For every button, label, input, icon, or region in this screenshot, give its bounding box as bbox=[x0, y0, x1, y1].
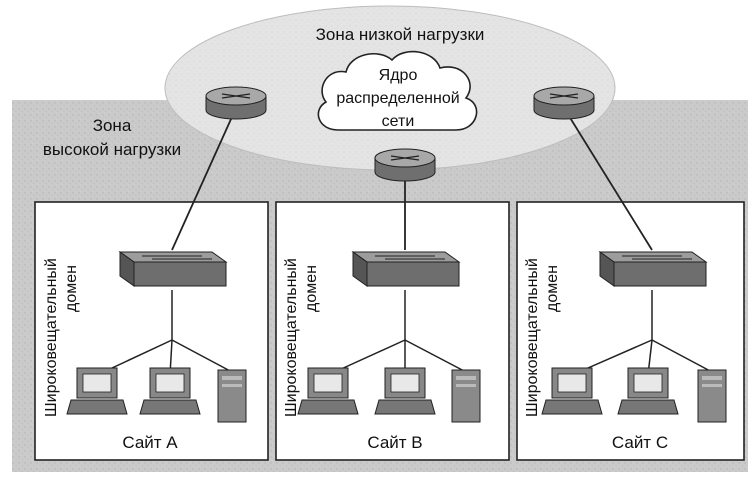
broadcast-domain-label-b-line1: Широковещательный bbox=[283, 258, 300, 417]
low-load-zone-label: Зона низкой нагрузки bbox=[316, 25, 485, 44]
broadcast-domain-label-b-line2: домен bbox=[303, 265, 320, 312]
site-c-label: Сайт С bbox=[612, 433, 668, 452]
core-label-line3: сети bbox=[382, 113, 415, 130]
high-load-zone-label-line1: Зона bbox=[93, 116, 132, 135]
router-icon bbox=[206, 87, 266, 119]
broadcast-domain-label-c-line1: Широковещательный bbox=[524, 258, 541, 417]
site-b-label: Сайт В bbox=[367, 433, 422, 452]
router-icon bbox=[375, 149, 435, 181]
site-a-label: Сайт А bbox=[122, 433, 178, 452]
broadcast-domain-label-c-line2: домен bbox=[544, 265, 561, 312]
switch-icon bbox=[600, 252, 706, 286]
switch-icon bbox=[120, 252, 226, 286]
core-label-line2: распределенной bbox=[336, 90, 459, 107]
broadcast-domain-label-a-line2: домен bbox=[63, 265, 80, 312]
server-tower-icon bbox=[452, 370, 480, 422]
broadcast-domain-label-a-line1: Широковещательный bbox=[43, 258, 60, 417]
router-icon bbox=[534, 87, 594, 119]
server-tower-icon bbox=[698, 370, 726, 422]
server-tower-icon bbox=[218, 370, 246, 422]
switch-icon bbox=[353, 252, 459, 286]
high-load-zone-label-line2: высокой нагрузки bbox=[43, 140, 181, 159]
core-label-line1: Ядро bbox=[379, 67, 418, 84]
